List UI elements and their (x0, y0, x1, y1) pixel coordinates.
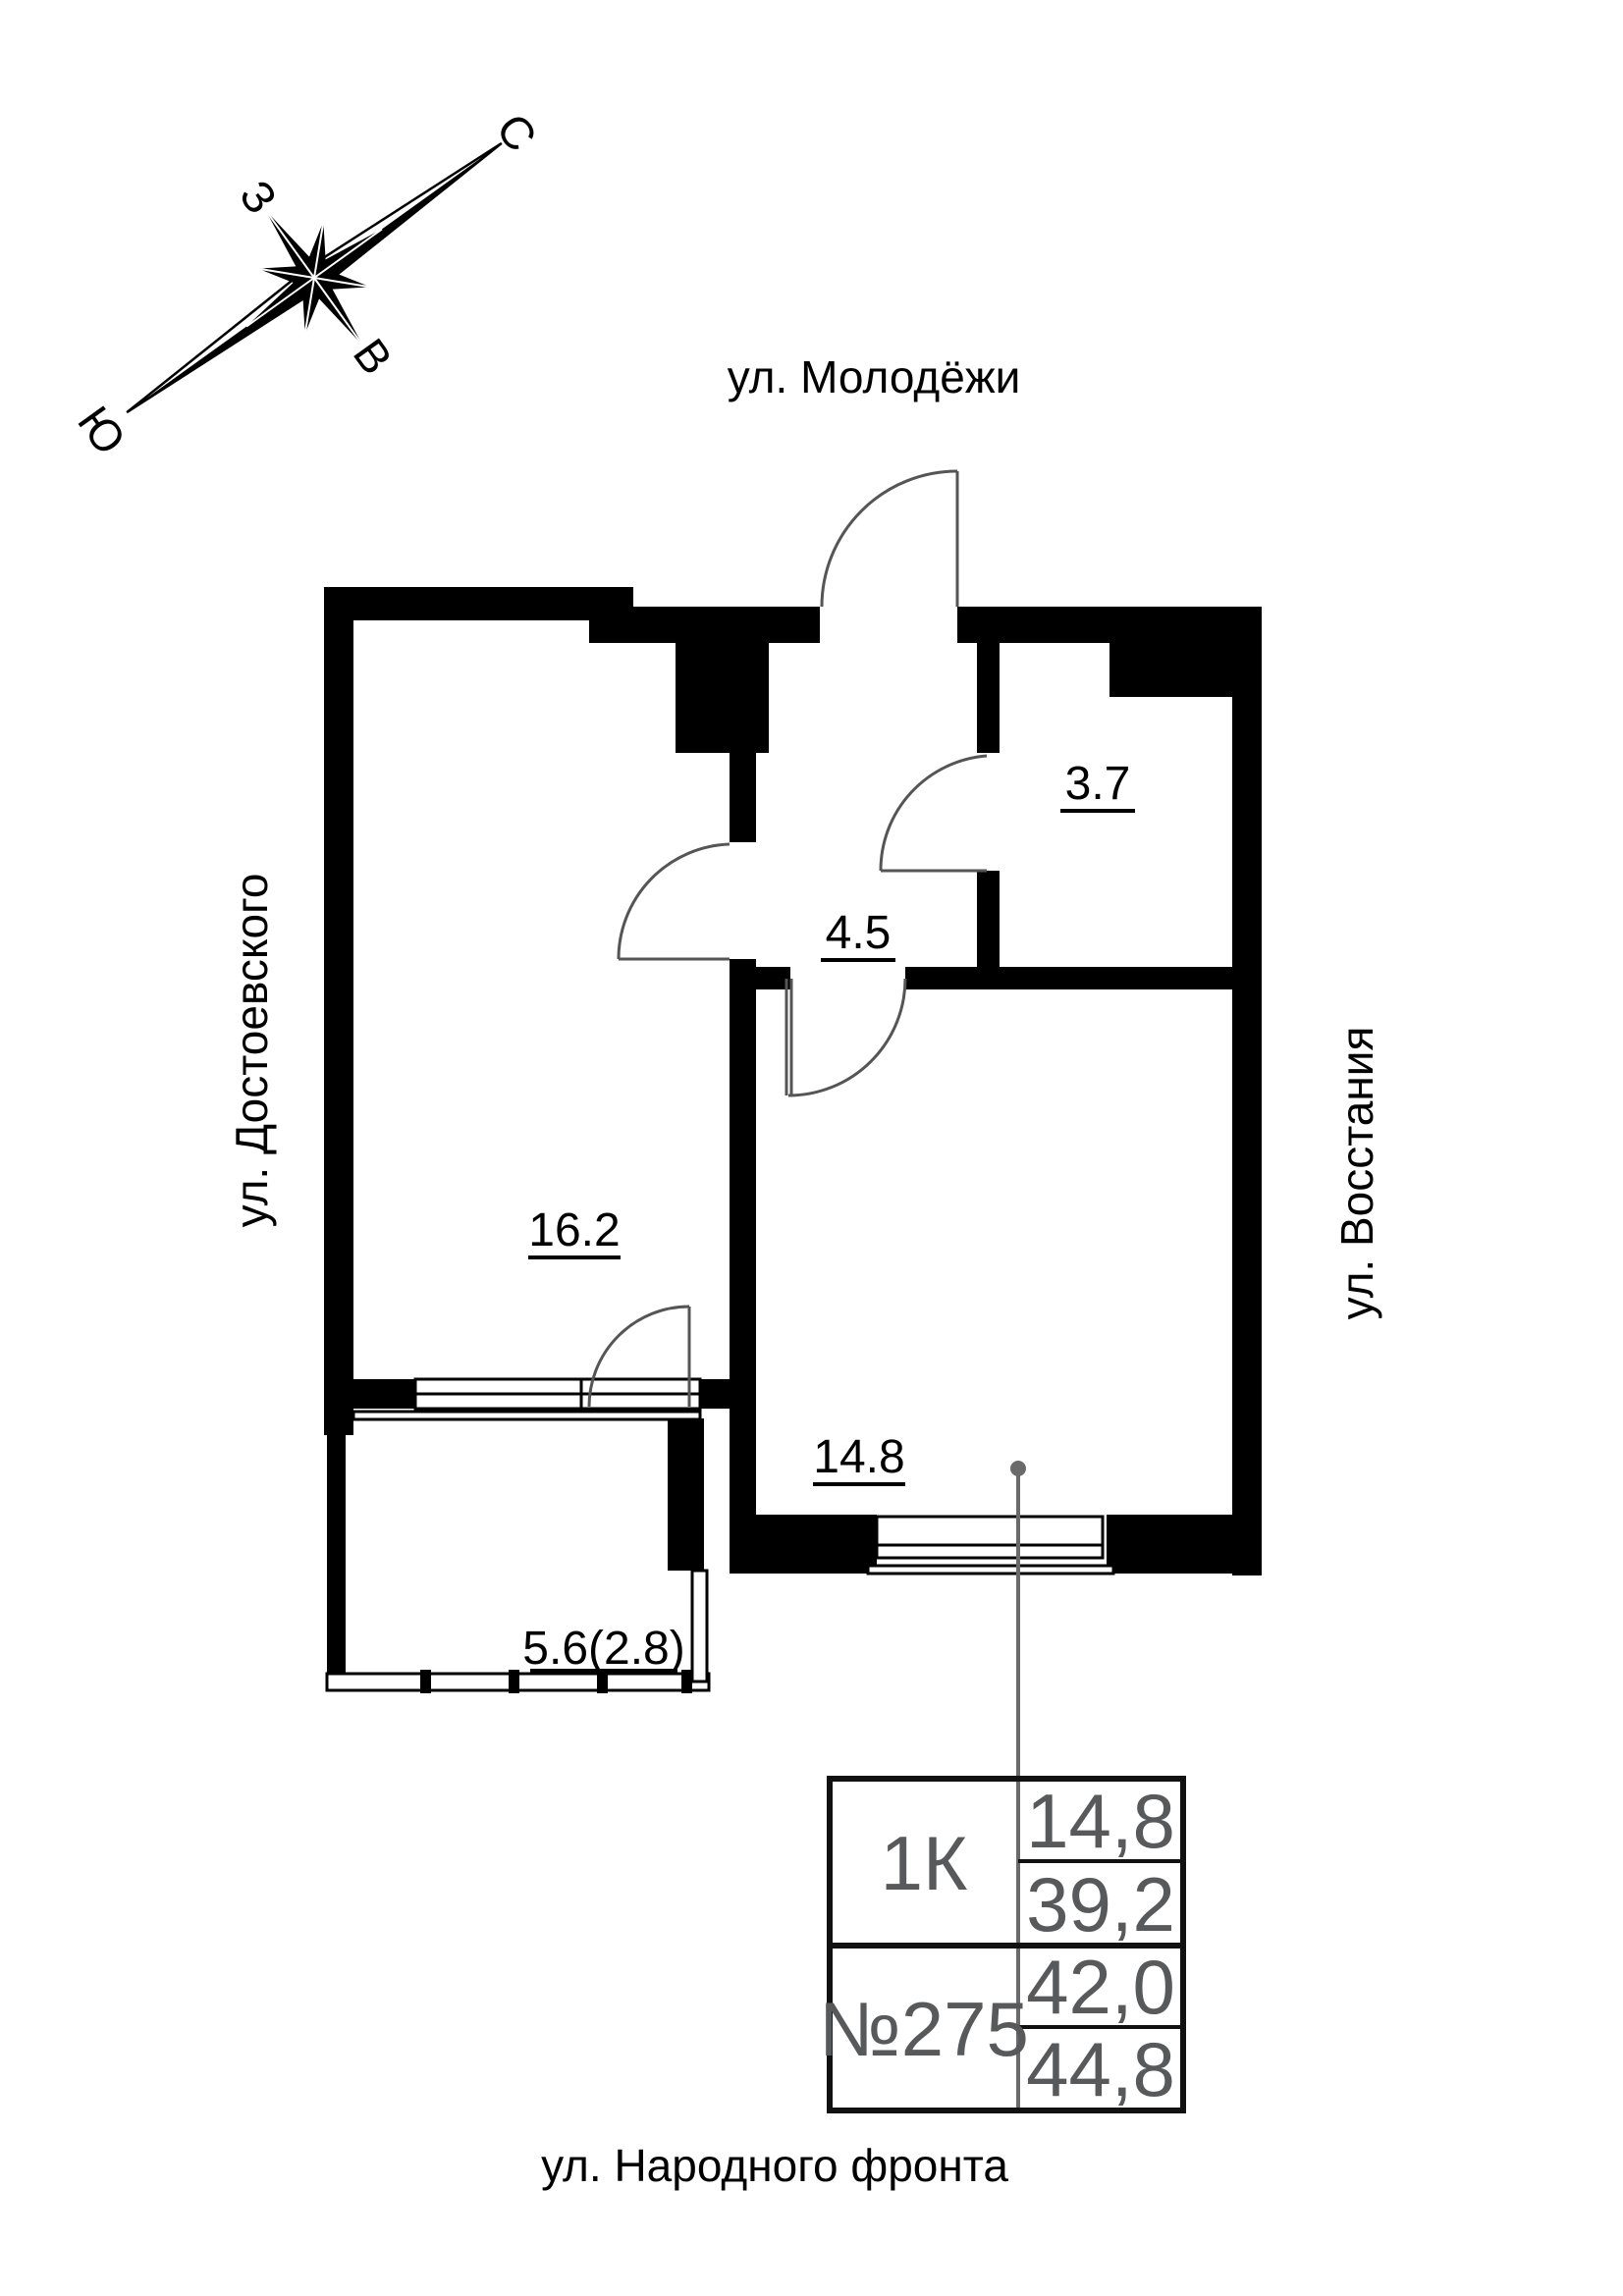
room-area-hall: 4.5 (826, 907, 892, 959)
entry-door (820, 469, 959, 608)
balcony-mullions (420, 1670, 692, 1693)
table-value-total-area: 42,0 (1026, 1944, 1175, 2030)
compass-label-north: С (486, 104, 547, 160)
windows (325, 1377, 1115, 1693)
bathroom-door (879, 754, 988, 873)
table-value-area-with-balcony: 44,8 (1026, 2026, 1175, 2112)
leader-dot (1010, 1461, 1026, 1476)
street-label-bottom: ул. Народного фронта (541, 2140, 1008, 2191)
compass-label-east: В (344, 329, 403, 383)
doors (587, 469, 988, 1408)
bedroom-window-sill (866, 1564, 1115, 1575)
room-area-balcony: 5.6(2.8) (522, 1623, 684, 1675)
compass-rose: С Ю З В (68, 104, 547, 463)
table-value-living-area: 14,8 (1026, 1778, 1175, 1864)
living-room-door (617, 842, 730, 961)
info-table: 1К №275 14,8 39,2 42,0 44,8 (819, 1776, 1186, 2113)
apartment-number: №275 (819, 1986, 1029, 2072)
bedroom-window (875, 1515, 1105, 1560)
balcony-glazing-side (690, 1569, 709, 1683)
room-area-bedroom: 14.8 (813, 1431, 904, 1483)
room-labels: 4.5 3.7 16.2 14.8 5.6(2.8) (522, 758, 1135, 1675)
street-label-top: ул. Молодёжи (728, 351, 1021, 402)
room-area-bathroom: 3.7 (1065, 758, 1131, 810)
street-label-right: ул. Восстания (1331, 1027, 1382, 1320)
apartment-type: 1К (881, 1820, 968, 1906)
street-label-left: ул. Достоевского (226, 874, 277, 1228)
room-area-living: 16.2 (528, 1204, 620, 1256)
bedroom-door (784, 978, 907, 1097)
compass-star-facets (245, 209, 383, 347)
living-window-threshold (352, 1410, 702, 1421)
balcony-door (587, 1305, 691, 1408)
table-value-area-no-balcony: 39,2 (1026, 1861, 1175, 1948)
compass-label-south: Ю (68, 397, 135, 463)
compass-label-west: З (230, 171, 287, 223)
walls (324, 587, 1262, 1685)
